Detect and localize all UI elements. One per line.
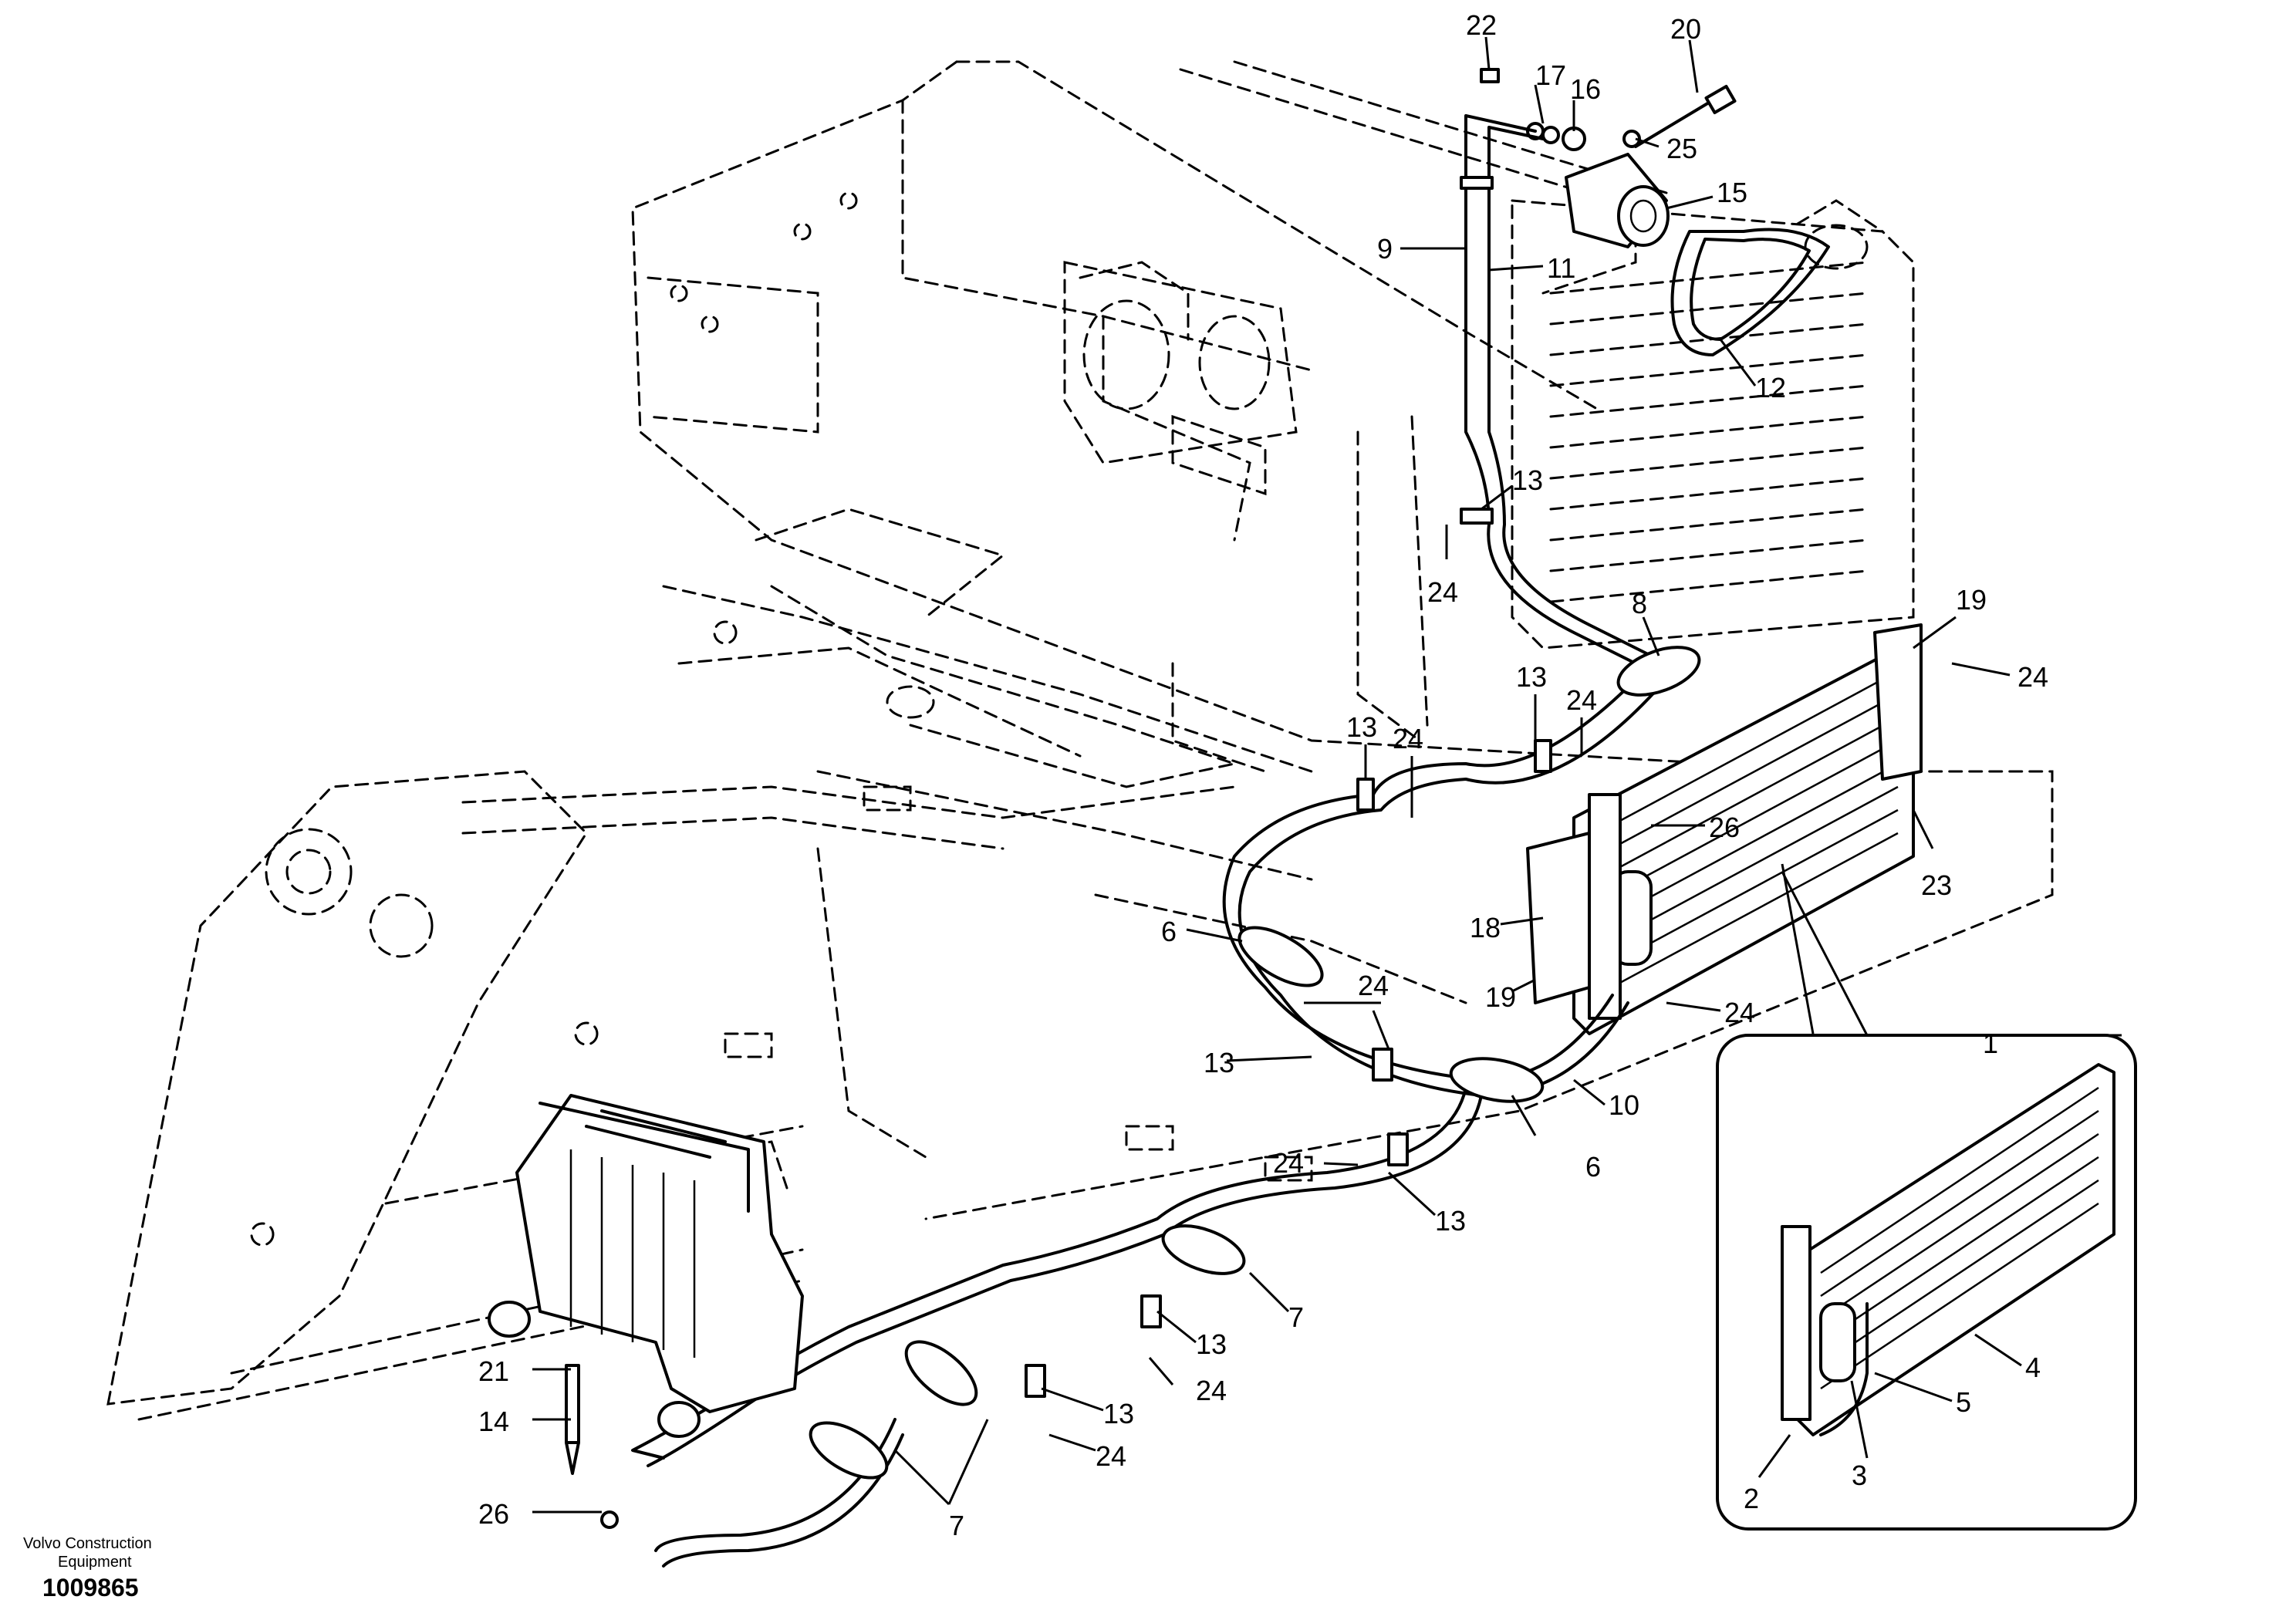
callout-14: 14 [478,1406,509,1437]
evaporator-unit [488,1094,804,1529]
callout-24-d: 24 [1393,723,1423,754]
callout-10: 10 [1609,1089,1639,1121]
callout-9: 9 [1377,233,1393,265]
callout-17: 17 [1535,59,1566,91]
condenser-assembly [1526,623,1923,1035]
callout-11: 11 [1547,252,1575,284]
callout-7-b: 7 [949,1510,964,1541]
callout-25: 25 [1666,133,1697,164]
callout-21: 21 [478,1355,509,1387]
callout-labels: 22 20 17 16 25 15 9 11 12 13 24 8 19 24 … [478,9,2048,1541]
callout-26-a: 26 [1709,812,1740,843]
drawing-number: 1009865 [42,1574,139,1601]
callout-22: 22 [1466,9,1497,41]
brand-line-2: Equipment [58,1554,132,1571]
callout-7-a: 7 [1288,1301,1304,1333]
callout-13-b: 13 [1516,661,1547,693]
callout-1: 1 [1983,1028,1998,1059]
callout-15: 15 [1717,177,1747,208]
callout-4: 4 [2025,1352,2041,1383]
callout-18: 18 [1470,912,1501,943]
callout-24-h: 24 [1196,1375,1227,1406]
brand-line-1: Volvo Construction [23,1535,152,1552]
callout-24-a: 24 [1427,576,1458,608]
callout-24-f: 24 [1358,970,1389,1001]
callout-19-b: 19 [1485,981,1516,1013]
compressor-assembly [1480,68,1830,356]
callout-24-b: 24 [2017,661,2048,693]
callout-13-f: 13 [1196,1328,1227,1360]
hose-9-and-11 [1460,114,1660,673]
inset-condenser-detail [1716,1034,2137,1531]
callout-24-e: 24 [1724,997,1755,1028]
callout-13-d: 13 [1204,1047,1234,1078]
callout-23: 23 [1921,869,1952,901]
callout-3: 3 [1852,1460,1867,1491]
callout-6-b: 6 [1585,1151,1601,1183]
callout-6-a: 6 [1161,916,1177,947]
callout-leaders [532,36,2122,1514]
callout-13-top: 13 [1512,464,1543,496]
callout-13-e: 13 [1435,1205,1466,1237]
callout-13-c: 13 [1346,711,1377,743]
callout-13-g: 13 [1103,1398,1134,1429]
callout-12: 12 [1755,372,1786,403]
callout-19-a: 19 [1956,584,1987,616]
callout-24-i: 24 [1096,1440,1126,1472]
callout-20: 20 [1670,13,1701,45]
callout-26-b: 26 [478,1498,509,1530]
callout-24-c: 24 [1566,684,1597,716]
callout-16: 16 [1570,73,1601,105]
callout-8: 8 [1632,588,1647,619]
callout-5: 5 [1956,1386,1971,1418]
callout-24-g: 24 [1273,1147,1304,1179]
callout-2: 2 [1744,1483,1759,1514]
